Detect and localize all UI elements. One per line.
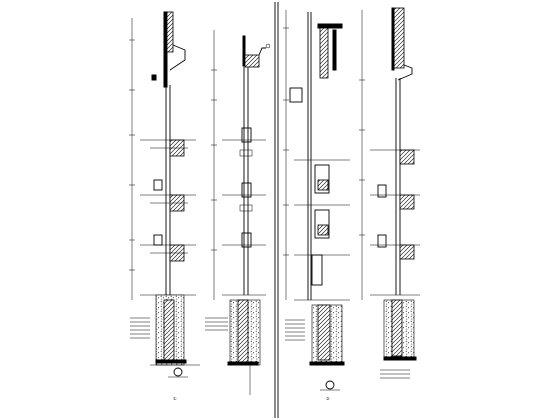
section-marker-1: ① [173, 396, 177, 401]
wall-section-1: ① [129, 11, 271, 401]
sheet-dividers [274, 2, 279, 418]
section-marker-2: ② [326, 396, 330, 401]
wall-section-2: ② [283, 7, 420, 401]
